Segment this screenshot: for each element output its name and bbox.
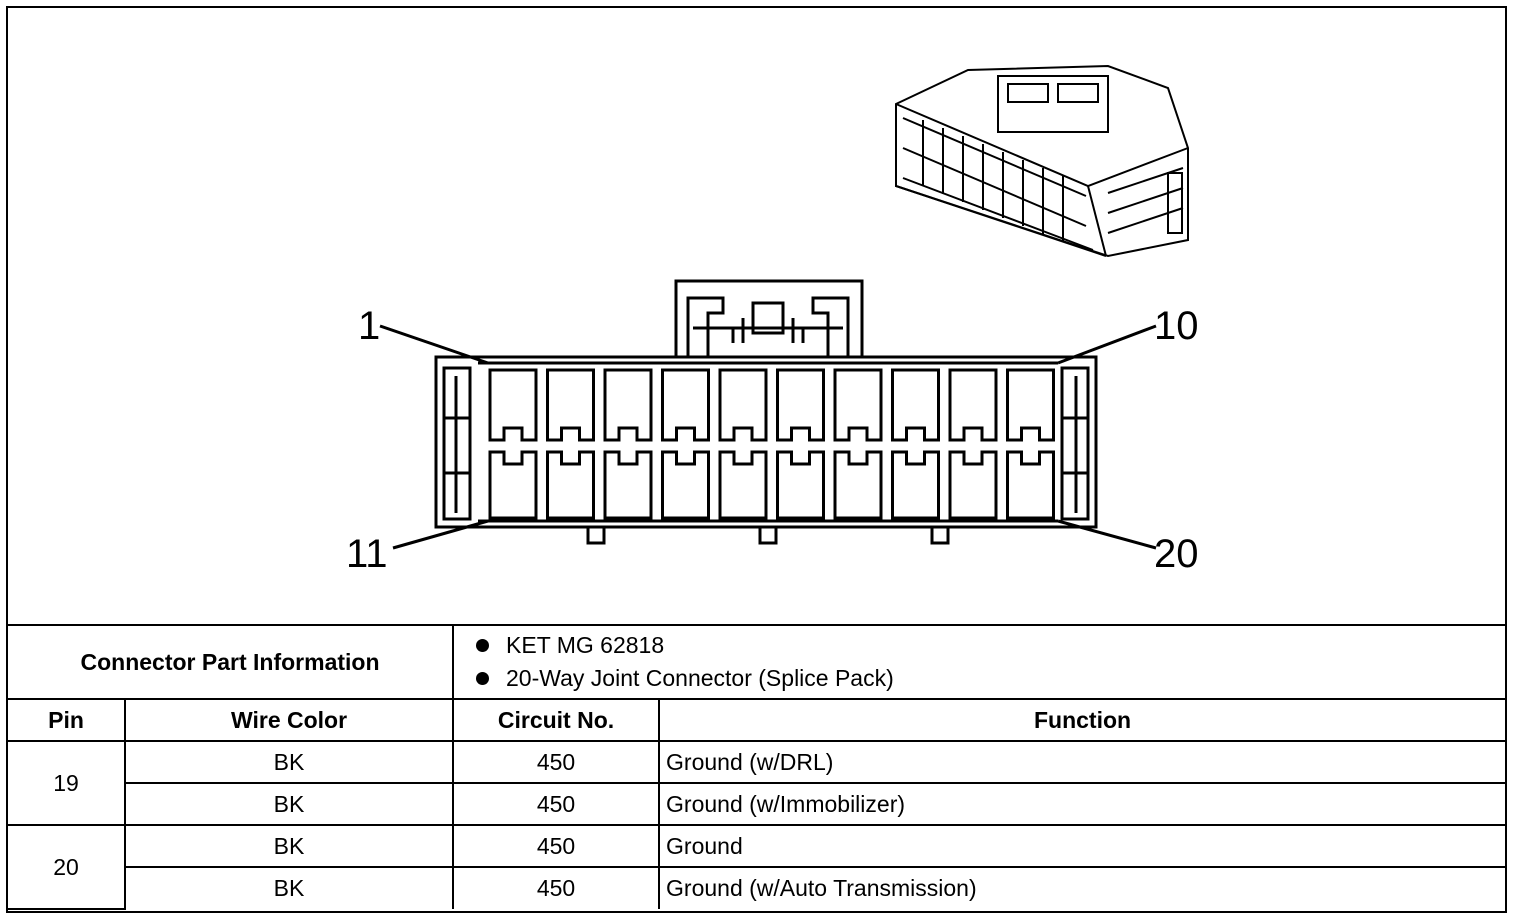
table-row: BK 450 Ground (w/Auto Transmission) bbox=[8, 866, 1506, 909]
connector-drawing bbox=[379, 64, 1189, 550]
table-row: BK 450 Ground (w/Immobilizer) bbox=[8, 782, 1506, 826]
connector-description: 20-Way Joint Connector (Splice Pack) bbox=[476, 662, 1499, 695]
connector-isometric-icon bbox=[895, 64, 1189, 258]
terminal-cavity-14 bbox=[661, 450, 710, 520]
circuit-cell: 450 bbox=[452, 866, 661, 909]
wire-color-cell: BK bbox=[125, 866, 455, 909]
cavity-group bbox=[488, 368, 1055, 520]
function-cell: Ground (w/DRL) bbox=[658, 740, 1506, 784]
connector-diagram: 1 10 11 20 bbox=[8, 8, 1505, 624]
connector-part-info-label: Connector Part Information bbox=[8, 624, 455, 700]
terminal-cavity-4 bbox=[661, 368, 710, 442]
circuit-cell: 450 bbox=[452, 782, 661, 826]
function-cell: Ground (w/Immobilizer) bbox=[658, 782, 1506, 826]
connector-part-info-row: Connector Part Information KET MG 62818 … bbox=[8, 624, 1506, 700]
terminal-cavity-6 bbox=[776, 368, 825, 442]
circuit-cell: 450 bbox=[452, 740, 661, 784]
wire-color-cell: BK bbox=[123, 740, 455, 784]
header-wire-color: Wire Color bbox=[123, 698, 455, 742]
terminal-cavity-19 bbox=[948, 450, 998, 520]
terminal-cavity-16 bbox=[776, 450, 825, 520]
header-circuit: Circuit No. bbox=[452, 698, 661, 742]
terminal-cavity-11 bbox=[488, 450, 538, 520]
function-cell: Ground bbox=[658, 824, 1506, 868]
connector-part-number: KET MG 62818 bbox=[476, 629, 1499, 662]
table-header-row: Pin Wire Color Circuit No. Function bbox=[8, 698, 1506, 742]
header-pin: Pin bbox=[8, 698, 126, 742]
terminal-cavity-7 bbox=[833, 368, 883, 442]
terminal-cavity-20 bbox=[1006, 450, 1055, 520]
wire-color-cell: BK bbox=[125, 782, 455, 826]
terminal-cavity-3 bbox=[603, 368, 653, 442]
connector-part-info-list: KET MG 62818 20-Way Joint Connector (Spl… bbox=[452, 624, 1506, 700]
terminal-cavity-10 bbox=[1006, 368, 1055, 442]
terminal-cavity-17 bbox=[833, 450, 883, 520]
terminal-cavity-2 bbox=[546, 368, 595, 442]
terminal-cavity-15 bbox=[718, 450, 768, 520]
circuit-cell: 450 bbox=[452, 824, 661, 868]
pin-cell: 20 bbox=[8, 824, 126, 910]
terminal-cavity-1 bbox=[488, 368, 538, 442]
connector-table: Connector Part Information KET MG 62818 … bbox=[8, 624, 1506, 910]
function-cell: Ground (w/Auto Transmission) bbox=[658, 866, 1506, 909]
pin-label-11: 11 bbox=[346, 532, 388, 576]
terminal-cavity-5 bbox=[718, 368, 768, 442]
header-function: Function bbox=[658, 698, 1506, 742]
pin-label-20: 20 bbox=[1154, 532, 1199, 576]
diagram-frame: 1 10 11 20 Connector Part Information KE… bbox=[6, 6, 1507, 913]
pin-label-1: 1 bbox=[358, 304, 381, 348]
wire-color-cell: BK bbox=[123, 824, 455, 868]
table-row: 20 BK 450 Ground bbox=[8, 824, 1506, 910]
pin-cell: 19 bbox=[8, 740, 126, 826]
terminal-cavity-8 bbox=[891, 368, 940, 442]
table-row: 19 BK 450 Ground (w/DRL) bbox=[8, 740, 1506, 826]
terminal-cavity-13 bbox=[603, 450, 653, 520]
pin-label-10: 10 bbox=[1154, 304, 1199, 348]
terminal-cavity-12 bbox=[546, 450, 595, 520]
terminal-cavity-18 bbox=[891, 450, 940, 520]
latch-icon bbox=[674, 279, 864, 363]
terminal-cavity-9 bbox=[948, 368, 998, 442]
